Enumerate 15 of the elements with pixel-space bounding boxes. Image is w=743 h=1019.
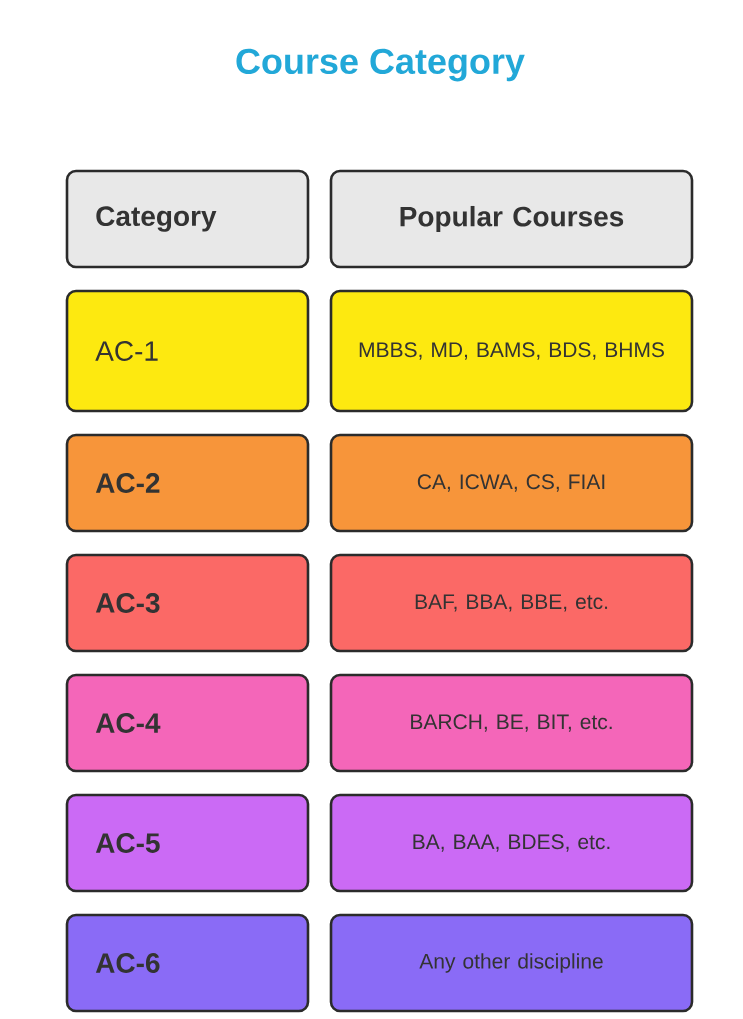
table-cell: AC-2 — [65, 433, 310, 533]
table-cell: CA, ICWA, CS, FIAI — [329, 433, 694, 533]
header-cell: Popular Courses — [329, 169, 694, 269]
table-cell: AC-1 — [65, 289, 310, 413]
table-cell: BARCH, BE, BIT, etc. — [329, 673, 694, 773]
table-cell: BA, BAA, BDES, etc. — [329, 793, 694, 893]
table-cell: AC-6 — [65, 913, 310, 1013]
table-cell: AC-4 — [65, 673, 310, 773]
table-cell: AC-3 — [65, 553, 310, 653]
title: Course Category — [236, 48, 525, 82]
table-cell: Any other discipline — [329, 913, 694, 1013]
table-cell: BAF, BBA, BBE, etc. — [329, 553, 694, 653]
table-cell: MBBS, MD, BAMS, BDS, BHMS — [329, 289, 694, 413]
header-cell: Category — [65, 169, 310, 269]
table-cell: AC-5 — [65, 793, 310, 893]
